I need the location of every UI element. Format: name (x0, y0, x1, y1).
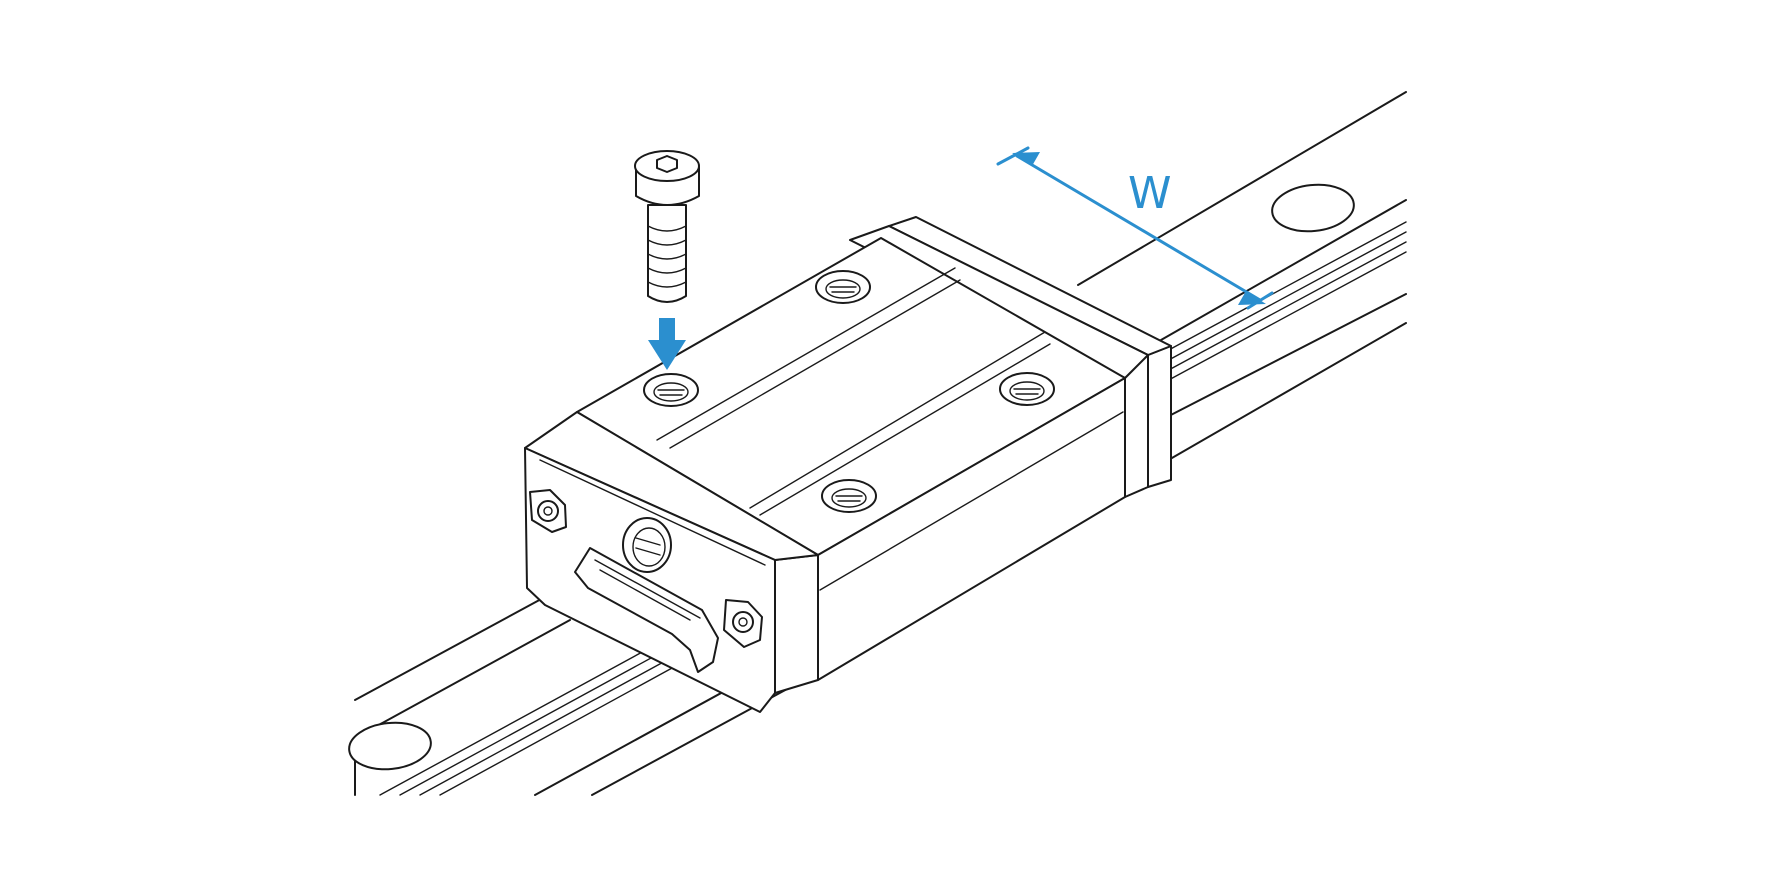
mounting-hole-front-left (643, 373, 699, 407)
mounting-hole-front-right (821, 479, 877, 513)
grease-port (622, 517, 672, 573)
mounting-hole-back-left (815, 270, 871, 304)
end-screw-right (723, 599, 763, 648)
width-dimension (996, 146, 1274, 310)
rail-hole-left (348, 721, 432, 771)
socket-head-screw (634, 150, 700, 303)
carriage-block (524, 216, 1172, 713)
insertion-arrow (648, 318, 686, 370)
width-dimension-label: W (1128, 168, 1172, 219)
rail-hole-right (1271, 183, 1355, 233)
guide-rail (354, 91, 1407, 796)
end-screw-left (529, 489, 567, 533)
mounting-hole-back-right (999, 372, 1055, 406)
